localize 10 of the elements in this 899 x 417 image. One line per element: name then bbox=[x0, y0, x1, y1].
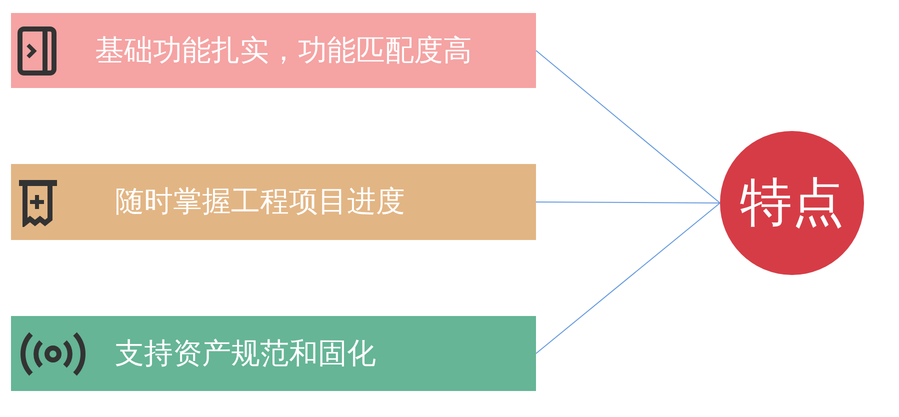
topic-label: 特点 bbox=[740, 172, 844, 235]
feature-bar bbox=[11, 13, 536, 88]
feature-bar bbox=[11, 316, 536, 391]
feature-label: 随时掌握工程项目进度 bbox=[115, 183, 405, 220]
feature-label: 基础功能扎实，功能匹配度高 bbox=[95, 32, 472, 68]
feature-label: 支持资产规范和固化 bbox=[115, 334, 376, 372]
connector-line bbox=[536, 202, 720, 204]
feature-bar bbox=[11, 164, 536, 240]
connector-line bbox=[536, 202, 720, 354]
connector-line bbox=[536, 50, 720, 204]
